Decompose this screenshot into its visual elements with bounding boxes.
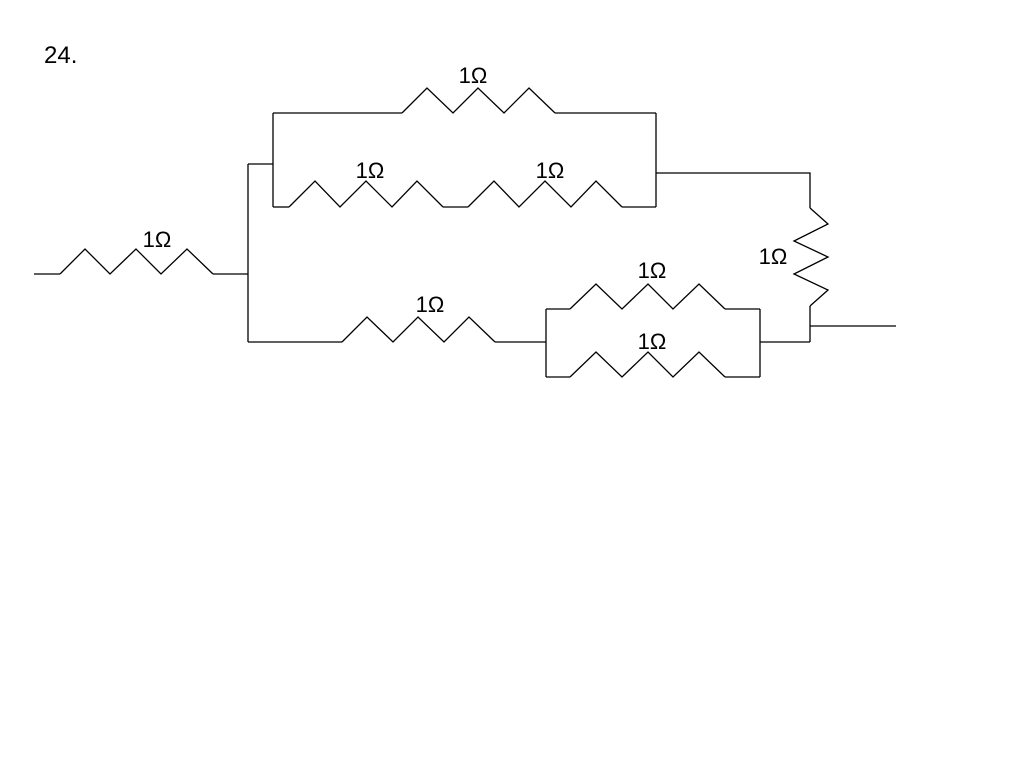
resistor-right-vertical — [792, 207, 830, 307]
wires — [34, 112, 896, 378]
resistors — [59, 87, 830, 378]
label-resistor-top: 1Ω — [459, 63, 488, 88]
label-resistor-bottom-series: 1Ω — [416, 292, 445, 317]
resistor-top — [401, 87, 556, 114]
label-resistor-bottom-lower: 1Ω — [638, 329, 667, 354]
problem-number: 24. — [44, 42, 78, 69]
resistor-input — [59, 248, 214, 275]
upper-to-right-wire — [656, 172, 811, 208]
label-resistor-middle-left: 1Ω — [356, 158, 385, 183]
label-resistor-bottom-upper: 1Ω — [638, 258, 667, 283]
resistor-bottom-upper — [569, 283, 726, 310]
resistor-middle-left — [288, 180, 444, 208]
resistor-labels: 1Ω 1Ω 1Ω 1Ω 1Ω 1Ω 1Ω 1Ω — [143, 63, 788, 354]
resistor-middle-right — [467, 180, 623, 208]
label-resistor-right-vertical: 1Ω — [759, 244, 788, 269]
label-resistor-input: 1Ω — [143, 227, 172, 252]
resistor-bottom-lower — [569, 351, 726, 378]
resistor-bottom-series — [341, 316, 496, 343]
label-resistor-middle-right: 1Ω — [536, 158, 565, 183]
